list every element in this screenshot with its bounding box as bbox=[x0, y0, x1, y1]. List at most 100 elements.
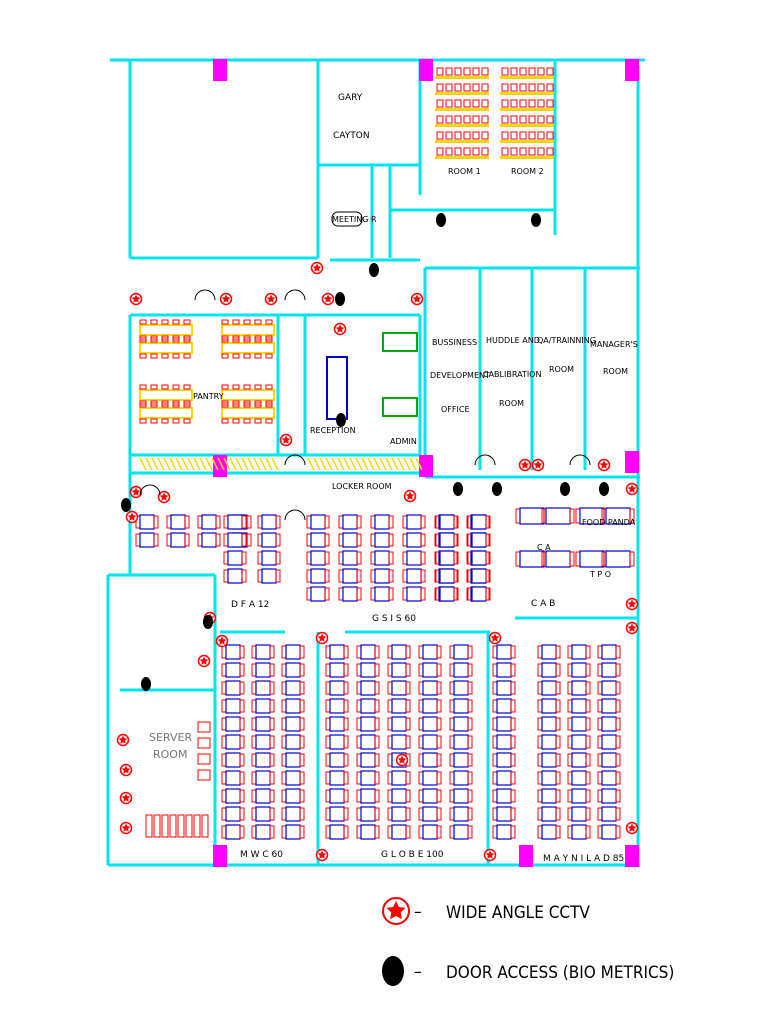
desk bbox=[391, 770, 407, 786]
desk bbox=[261, 514, 277, 530]
chair bbox=[265, 384, 273, 390]
chair bbox=[239, 717, 245, 731]
label-reception: RECEPTION bbox=[310, 426, 356, 435]
cctv-star bbox=[412, 294, 422, 303]
pillar bbox=[625, 59, 639, 81]
desk bbox=[422, 680, 438, 696]
desk bbox=[601, 806, 617, 822]
chair bbox=[251, 645, 257, 659]
chair bbox=[269, 717, 275, 731]
chair bbox=[453, 533, 459, 547]
chair bbox=[555, 681, 561, 695]
door-access-marker bbox=[335, 292, 345, 306]
server-rack bbox=[197, 753, 211, 765]
chair bbox=[615, 735, 621, 749]
chair bbox=[528, 67, 536, 76]
label-mgr-line2: ROOM bbox=[603, 367, 628, 376]
cctv-star bbox=[131, 487, 141, 496]
chair bbox=[161, 319, 169, 325]
chair bbox=[585, 681, 591, 695]
label-huddle-line3: ROOM bbox=[499, 399, 524, 408]
chair bbox=[388, 587, 394, 601]
chair bbox=[528, 99, 536, 108]
chair bbox=[510, 147, 518, 156]
locker-hatch bbox=[397, 457, 405, 471]
chair bbox=[161, 384, 169, 390]
desk bbox=[601, 662, 617, 678]
training-table bbox=[500, 140, 554, 143]
chair bbox=[343, 753, 349, 767]
locker-hatch bbox=[349, 457, 357, 471]
pillar bbox=[519, 845, 533, 867]
chair bbox=[436, 699, 442, 713]
chair bbox=[275, 569, 281, 583]
desk bbox=[471, 568, 487, 584]
door-access-marker bbox=[121, 498, 131, 512]
desk bbox=[201, 532, 217, 548]
chair bbox=[356, 569, 362, 583]
desk bbox=[227, 550, 243, 566]
locker-hatch bbox=[313, 457, 321, 471]
chair bbox=[436, 645, 442, 659]
chair bbox=[467, 825, 473, 839]
chair bbox=[546, 99, 554, 108]
desk bbox=[310, 514, 326, 530]
chair bbox=[370, 551, 376, 565]
desk bbox=[310, 550, 326, 566]
chair bbox=[463, 99, 471, 108]
chair bbox=[299, 681, 305, 695]
chair bbox=[257, 569, 263, 583]
chair bbox=[269, 789, 275, 803]
pillar bbox=[625, 451, 639, 473]
chair bbox=[485, 551, 491, 565]
chair bbox=[463, 115, 471, 124]
chair bbox=[510, 663, 516, 677]
chair bbox=[239, 735, 245, 749]
desk bbox=[255, 680, 271, 696]
desk bbox=[391, 680, 407, 696]
desk bbox=[571, 806, 587, 822]
locker-hatch bbox=[373, 457, 381, 471]
chair bbox=[161, 353, 169, 359]
cctv-star bbox=[266, 294, 276, 303]
desk bbox=[453, 680, 469, 696]
chair bbox=[172, 384, 180, 390]
chair bbox=[232, 337, 240, 343]
chair bbox=[445, 115, 453, 124]
chair bbox=[418, 753, 424, 767]
chair bbox=[246, 533, 252, 547]
chair bbox=[454, 131, 462, 140]
chair bbox=[150, 384, 158, 390]
desk bbox=[519, 507, 545, 525]
desk bbox=[601, 716, 617, 732]
desk bbox=[496, 770, 512, 786]
pantry-table bbox=[139, 342, 193, 354]
chair bbox=[472, 99, 480, 108]
chair bbox=[299, 807, 305, 821]
chair bbox=[241, 533, 247, 547]
desk bbox=[571, 824, 587, 840]
desk bbox=[541, 752, 557, 768]
desk bbox=[285, 752, 301, 768]
chair bbox=[537, 67, 545, 76]
chair bbox=[492, 699, 498, 713]
desk bbox=[496, 716, 512, 732]
chair bbox=[281, 825, 287, 839]
chair bbox=[183, 402, 191, 408]
chair bbox=[436, 825, 442, 839]
label-qa-line2: ROOM bbox=[549, 365, 574, 374]
chair bbox=[239, 789, 245, 803]
desk bbox=[545, 550, 571, 568]
chair bbox=[251, 753, 257, 767]
chair bbox=[221, 825, 227, 839]
chair bbox=[449, 681, 455, 695]
cctv-star bbox=[131, 294, 141, 303]
desk bbox=[360, 734, 376, 750]
chair bbox=[501, 147, 509, 156]
chair bbox=[299, 789, 305, 803]
chair bbox=[356, 681, 362, 695]
desk bbox=[406, 514, 422, 530]
legend-cctv-label: WIDE ANGLE CCTV bbox=[446, 903, 590, 923]
chair bbox=[453, 515, 459, 529]
desk bbox=[422, 662, 438, 678]
